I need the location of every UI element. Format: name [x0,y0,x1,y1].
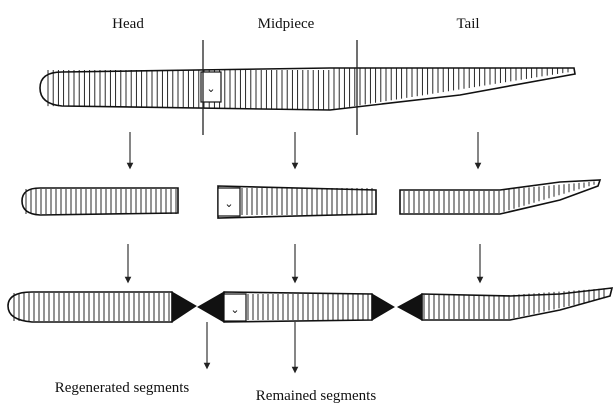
regenerated-tail-segment-black [172,292,196,322]
head-label: Head [112,16,144,32]
regenerated-tail-segment-black-mid [372,294,394,320]
tail-fragment [400,180,600,214]
regenerated-segments-label: Regenerated segments [55,380,190,396]
svg-text:⌄: ⌄ [206,82,215,95]
clitellum-marker: ⌄ [201,72,221,102]
midpiece-fragment: ⌄ [218,186,376,218]
tail-label: Tail [456,16,479,32]
remained-segments-label: Remained segments [256,388,377,404]
midpiece-label: Midpiece [258,16,315,32]
regenerated-head-worm [8,292,196,322]
regenerated-tail-worm [398,288,612,320]
head-fragment [22,188,178,215]
svg-text:⌄: ⌄ [230,303,239,316]
whole-worm: ⌄ [40,68,575,110]
regenerated-head-segment-black [198,292,224,322]
svg-text:⌄: ⌄ [224,197,233,210]
regenerated-midpiece-worm: ⌄ [198,292,394,322]
regenerated-head-segment-black-tail [398,294,422,320]
